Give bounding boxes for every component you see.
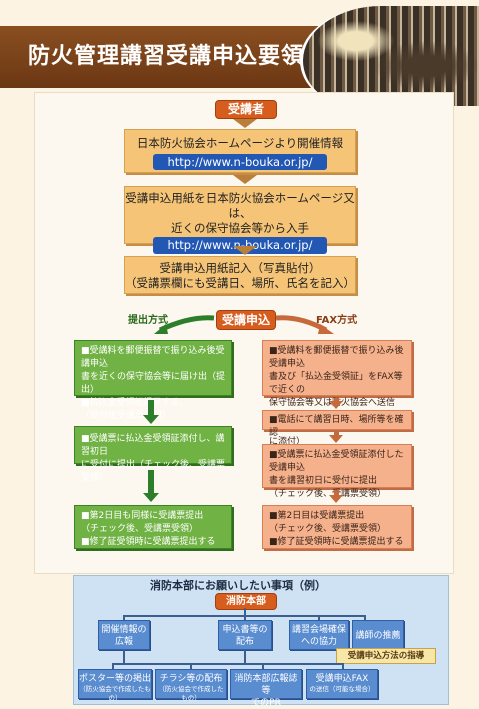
fax-step-first-day: ■受講票に払込金受領証添付した受講申込 書を講習初日に受付に提出 （チェック後、… [262,444,412,499]
arrow-down [329,398,343,409]
arrow-down [233,246,257,255]
text-line: ■修了証受領時に受講票提出する [269,537,404,547]
text-line: （受付後受講票受領） [81,411,172,421]
step-website-info: 日本防火協会ホームページより開催情報 http://www.n-bouka.or… [124,129,356,173]
connector [364,615,366,620]
text-line: 消防本部広報誌等 [234,674,298,696]
fire-dept-root: 消防本部 [215,593,277,610]
text-line: ■受講票に払込金受領証添付し、講習初日 [81,434,225,457]
text-line: に受付に提出（チェック後、受講票受領） [81,460,226,483]
step-get-form: 受講申込用紙を日本防火協会ホームページ又は、 近くの保守協会等から入手 http… [124,186,356,254]
connector [123,650,125,664]
arrow-down [143,400,159,424]
text-line: ■受講料を郵便振替で振り込み後受講申込 [269,346,404,369]
arrow-down [329,490,343,503]
text-line: ■払込金受領証提示する。 [81,398,189,408]
text-line: の送信（可能な場合） [309,685,375,693]
method-submit-label: 提出方式 [128,315,168,326]
connector [123,615,125,620]
connector [318,615,320,620]
requests-heading: 消防本部にお願いしたい事項（例） [150,579,326,592]
connector [112,663,114,669]
node-pr-magazine: 消防本部広報誌等 でのPR [230,669,302,708]
text-line: ■修了証受領時に受講票提出する [81,537,216,547]
text-line: チラシ等の配布 [159,674,223,684]
url-link[interactable]: http://www.n-bouka.or.jp/ [153,237,327,254]
text-line: 書を近くの保守協会等に届け出（提出） [81,372,226,395]
text-line: 受講申込FAX [315,674,369,684]
node-info-notice: 開催情報の 広報 [98,620,150,650]
text-line: ■第2日目は受講票提出 [269,511,365,521]
text-line: 申込書等の [222,625,268,635]
text-line: 講習会場確保 [291,625,346,635]
apply-label: 受講申込 [216,310,276,330]
arrow-down [329,432,343,443]
text-line: ■電話にて講習日時、場所等を確認 [269,415,404,438]
connector [244,650,246,664]
text-line: ■第2日目も同様に受講票提出 [81,511,204,521]
text-line: （防火協会で作成したもの） [79,685,151,702]
lecture-hall-photo [300,6,479,106]
text-line: （チェック後、受講票受領） [81,524,199,534]
connector [244,608,246,616]
text-line: （チェック後、受講票受領） [269,489,387,499]
text-line: 広報 [114,637,133,647]
page-title: 防火管理講習受講申込要領 [28,44,305,69]
step-text: 日本防火協会ホームページより開催情報 [136,136,344,150]
step-text-line1: 受講申込用紙記入（写真貼付） [159,261,321,275]
fax-step-pay-and-send: ■受講料を郵便振替で振り込み後受講申込 書及び「払込金受領証」をFAX等で近くの… [262,340,412,447]
text-line: ポスター等の掲出 [79,674,152,684]
text-line: 書及び「払込金受領証」をFAX等で近くの [269,372,403,395]
branch-arrows [154,315,334,334]
text-line: ■受講票に払込金受領証添付した受講申込 [269,450,404,473]
method-fax-label: FAX方式 [316,315,358,326]
text-line: ■受講料を郵便振替で振り込み後受講申込 [81,346,225,369]
node-venue-cooperation: 講習会場確保 への協力 [289,620,349,650]
text-line: （防火協会で作成したもの） [158,685,224,702]
text-line: 配布 [235,637,254,647]
connector [190,663,192,669]
step-text-line2: （受講票欄にも受講日、場所、氏名を記入） [125,276,355,290]
step-fill-form: 受講申込用紙記入（写真貼付） （受講票欄にも受講日、場所、氏名を記入） [124,256,356,294]
url-link[interactable]: http://www.n-bouka.or.jp/ [153,154,327,170]
submit-step-second-day: ■第2日目も同様に受講票提出 （チェック後、受講票受領） ■修了証受領時に受講票… [74,505,232,549]
text-line: 書を講習初日に受付に提出 [269,476,378,486]
connector [244,615,246,620]
text-line: （チェック後、受講票受領） [269,524,387,534]
node-poster: ポスター等の掲出 （防火協会で作成したもの） [78,669,152,702]
connector [112,663,344,665]
submit-step-pay-and-submit: ■受講料を郵便振替で振り込み後受講申込 書を近くの保守協会等に届け出（提出） ■… [74,340,232,421]
text-line: でのPR [251,698,281,708]
node-form-distribution: 申込書等の 配布 [218,620,272,650]
text-line: への協力 [300,637,337,647]
fax-step-second-day: ■第2日目は受講票提出 （チェック後、受講票受領） ■修了証受領時に受講票提出す… [262,505,412,549]
step-text-line1: 受講申込用紙を日本防火協会ホームページ又は、 [125,191,355,220]
applicant-label: 受講者 [215,100,277,119]
text-line: 開催情報の [101,625,147,635]
fax-step-phone-confirm: ■電話にて講習日時、場所等を確認 [262,410,412,438]
node-instructor: 講師の推薦 [352,620,404,650]
connector [342,663,344,669]
arrow-down [143,470,159,502]
step-text-line2: 近くの保守協会等から入手 [171,221,309,235]
text-line: 講師の推薦 [355,631,401,641]
node-fax-send: 受講申込FAX の送信（可能な場合） [306,669,378,699]
arrow-down [233,119,257,128]
submit-step-first-day: ■受講票に払込金受領証添付し、講習初日 に受付に提出（チェック後、受講票受領） [74,426,232,483]
connector [262,663,264,669]
arrow-down [233,175,257,184]
node-flyer: チラシ等の配布 （防火協会で作成したもの） [155,669,227,702]
guidance-badge: 受講申込方法の指導 [336,648,436,664]
